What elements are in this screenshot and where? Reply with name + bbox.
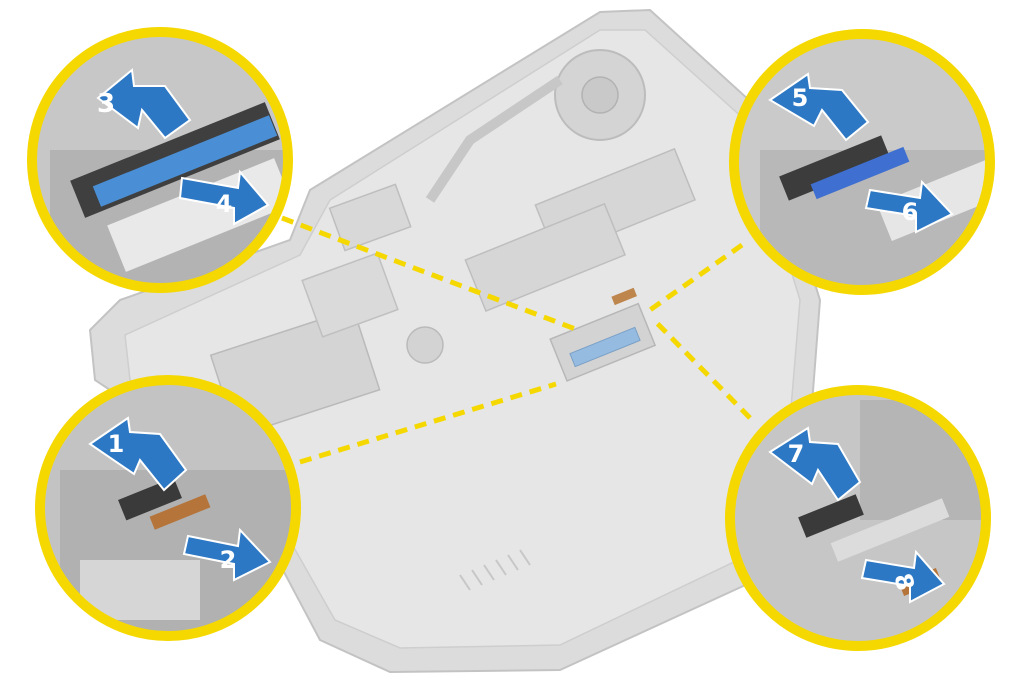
heat-pipe <box>425 75 563 203</box>
callout-ring <box>725 385 991 651</box>
orange-flex-cable <box>149 494 211 530</box>
arrow-step-3: 3 <box>96 68 192 140</box>
narrow-ribbon-cable <box>810 146 910 200</box>
small-connector <box>798 494 864 538</box>
step-label-4: 4 <box>216 190 233 218</box>
arrow-step-6: 6 <box>864 179 954 234</box>
arrow-step-8: 8 <box>860 549 946 604</box>
callout-top-right: 5 6 <box>729 29 995 295</box>
coin-cell-battery <box>406 326 444 364</box>
cpu-socket <box>301 252 399 338</box>
arrow-step-5: 5 <box>768 72 870 142</box>
ribbon-cable-center <box>569 326 641 368</box>
callout-bottom-right: 7 8 <box>725 385 991 651</box>
arrow-step-1: 1 <box>88 416 188 492</box>
leader-line-top-left <box>281 215 579 333</box>
vent-grille <box>459 549 531 591</box>
callout-ring <box>27 27 293 293</box>
wlan-card <box>328 183 412 252</box>
step-label-8: 8 <box>888 570 919 593</box>
step-label-7: 7 <box>788 440 805 468</box>
step-label-3: 3 <box>97 89 115 119</box>
arrow-step-2: 2 <box>182 527 272 582</box>
leader-line-bottom-left <box>299 381 557 465</box>
arrow-step-4: 4 <box>178 169 270 226</box>
callout-bottom-left: 1 2 <box>35 375 301 641</box>
step-label-1: 1 <box>108 430 125 458</box>
callout-ring <box>729 29 995 295</box>
leader-lines <box>281 215 752 465</box>
step-label-5: 5 <box>792 84 809 112</box>
fan-hub <box>581 76 619 114</box>
leader-line-bottom-right <box>650 316 752 420</box>
step-label-2: 2 <box>220 546 237 574</box>
step-label-6: 6 <box>902 198 919 226</box>
arrow-step-7: 7 <box>768 426 862 502</box>
flex-cable <box>830 498 950 562</box>
cable-bundle <box>80 560 200 620</box>
memory-module-b <box>464 202 627 313</box>
narrow-connector <box>779 135 891 201</box>
flex-cable-center-small <box>611 287 637 306</box>
wide-ribbon-cable <box>92 115 278 207</box>
callout-ring <box>35 375 301 641</box>
callout-top-left: 3 4 <box>27 27 293 293</box>
